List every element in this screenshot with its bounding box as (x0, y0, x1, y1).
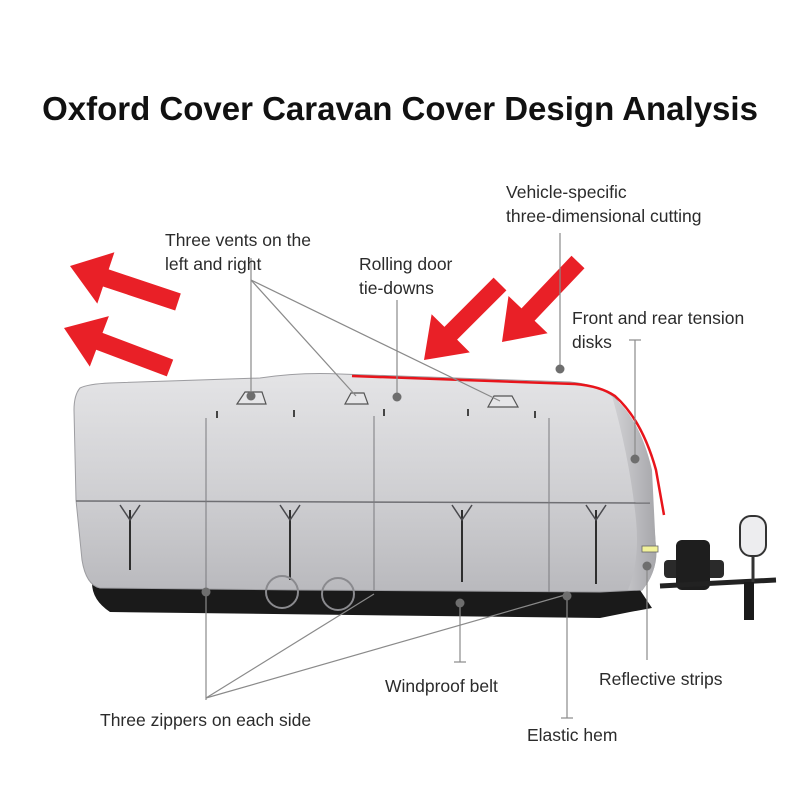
callout-elastic-hem-line1: Elastic hem (527, 725, 618, 745)
panel-seams (205, 416, 550, 592)
callout-tension-disks: Front and rear tension disks (572, 306, 744, 354)
callout-vehicle-specific-line2: three-dimensional cutting (506, 206, 702, 226)
leader-lines (205, 233, 648, 719)
caravan-cover-body (73, 373, 657, 593)
callout-rolling-door: Rolling door tie-downs (359, 252, 452, 300)
strap-fasteners (119, 504, 607, 522)
top-tick-marks (216, 409, 536, 418)
callout-vehicle-specific-line1: Vehicle-specific (506, 182, 627, 202)
wind-arrow-top-1 (424, 277, 507, 360)
callout-tension-disks-line1: Front and rear tension (572, 308, 745, 328)
roof-red-seam (351, 374, 666, 516)
wind-arrow-left-top (70, 252, 181, 311)
callout-reflective-strips: Reflective strips (599, 667, 723, 691)
tow-hitch (659, 515, 777, 620)
callout-tension-disks-line2: disks (572, 332, 612, 352)
callout-vehicle-specific: Vehicle-specific three-dimensional cutti… (506, 180, 702, 228)
callout-rolling-door-line1: Rolling door (359, 254, 453, 274)
callout-three-vents-line1: Three vents on the (165, 230, 311, 250)
callout-three-zippers: Three zippers on each side (100, 708, 311, 732)
windproof-seam (75, 500, 651, 504)
callout-three-vents: Three vents on the left and right (165, 228, 311, 276)
wheel-outlines (265, 575, 355, 611)
callout-elastic-hem: Elastic hem (527, 723, 617, 747)
wind-arrow-left-bottom (64, 316, 174, 377)
callout-three-zippers-line1: Three zippers on each side (100, 710, 312, 730)
reflective-strip (641, 545, 659, 553)
callout-three-vents-line2: left and right (165, 254, 262, 274)
leader-dots (201, 364, 652, 608)
callout-rolling-door-line2: tie-downs (359, 278, 434, 298)
caravan-front-panel (612, 396, 656, 590)
callout-windproof-belt: Windproof belt (385, 674, 498, 698)
roof-vent-2 (343, 392, 369, 405)
wind-arrow-top-2 (502, 255, 585, 342)
callout-windproof-belt-line1: Windproof belt (385, 676, 498, 696)
callout-reflective-strips-line1: Reflective strips (599, 669, 723, 689)
page-title: Oxford Cover Caravan Cover Design Analys… (42, 90, 758, 127)
